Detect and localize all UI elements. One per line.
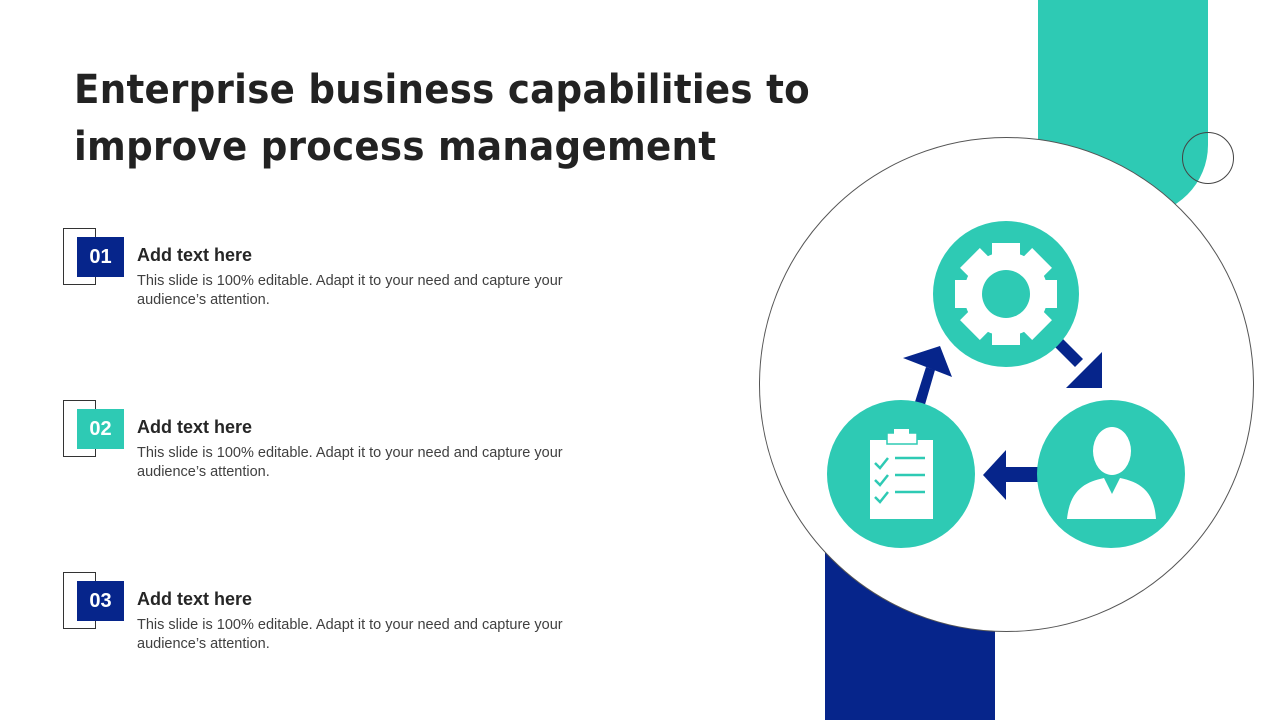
user-node (1037, 400, 1185, 548)
item-description: This slide is 100% editable. Adapt it to… (137, 617, 563, 652)
list-item-2: 02 Add text here This slide is 100% edit… (63, 400, 603, 480)
list-item-1: 01 Add text here This slide is 100% edit… (63, 228, 603, 308)
decorative-ring (1182, 132, 1234, 184)
page-title: Enterprise business capabilities to impr… (74, 67, 810, 170)
cycle-background-circle (759, 137, 1254, 632)
item-heading: Add text here (137, 417, 253, 437)
arrow-down-right-icon (1054, 338, 1102, 388)
number-badge: 02 (77, 409, 124, 449)
arrow-left-up-icon (903, 346, 952, 408)
arrow-left-icon (983, 450, 1040, 500)
user-icon (1067, 427, 1156, 519)
list-item-3: 03 Add text here This slide is 100% edit… (63, 572, 603, 652)
clipboard-checklist-icon (870, 429, 933, 519)
clipboard-node (827, 400, 975, 548)
item-heading: Add text here (137, 245, 253, 265)
item-description: This slide is 100% editable. Adapt it to… (137, 273, 563, 308)
number-badge: 03 (77, 581, 124, 621)
item-heading: Add text here (137, 589, 253, 609)
item-description: This slide is 100% editable. Adapt it to… (137, 445, 563, 480)
gear-icon (955, 243, 1057, 345)
gear-node (933, 221, 1079, 367)
number-badge: 01 (77, 237, 124, 277)
